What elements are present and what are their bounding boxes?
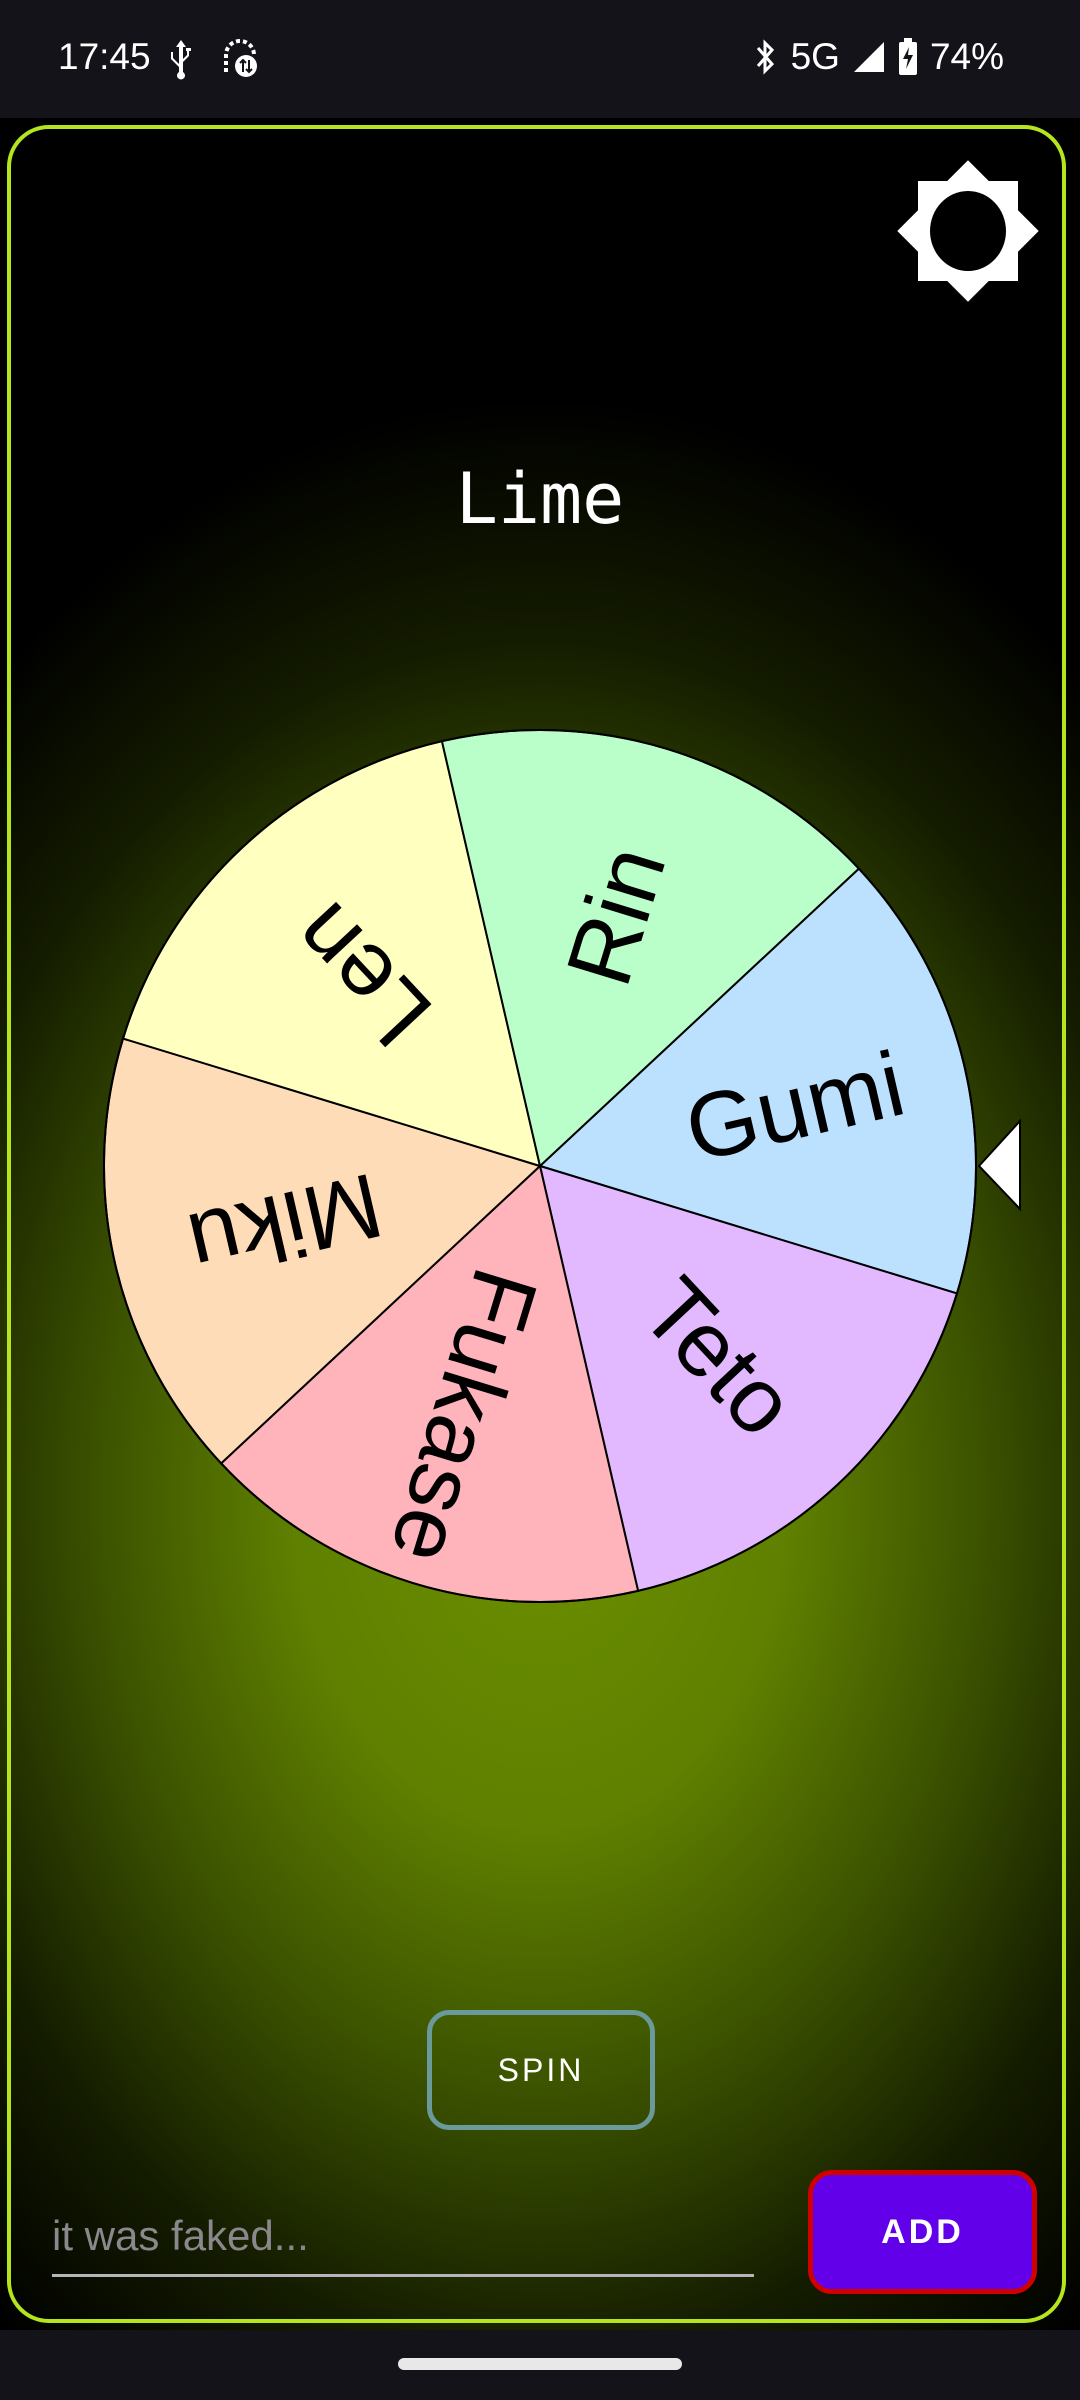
wheel-title: Lime xyxy=(455,458,625,540)
spin-button[interactable]: SPIN xyxy=(427,2010,655,2130)
wheel-outline xyxy=(103,729,977,1603)
pointer-triangle-icon xyxy=(977,1118,1021,1212)
name-input[interactable] xyxy=(52,2198,754,2277)
navigation-bar xyxy=(0,2330,1080,2400)
battery-percent: 74% xyxy=(929,36,1004,77)
home-gesture-handle[interactable] xyxy=(398,2358,682,2370)
status-right: 5G 74% xyxy=(753,36,1004,78)
network-type: 5G xyxy=(790,36,840,77)
status-time: 17:45 xyxy=(58,36,151,77)
add-button[interactable]: ADD xyxy=(808,2170,1037,2294)
battery-charging-icon xyxy=(898,38,917,75)
status-bar: 17:45 5G 74% xyxy=(0,0,1080,118)
data-saver-icon xyxy=(223,38,257,77)
bluetooth-icon xyxy=(756,39,774,75)
usb-icon xyxy=(171,40,191,80)
brightness-icon[interactable] xyxy=(893,156,1043,306)
signal-icon xyxy=(853,42,884,72)
accent-frame xyxy=(7,125,1066,2323)
